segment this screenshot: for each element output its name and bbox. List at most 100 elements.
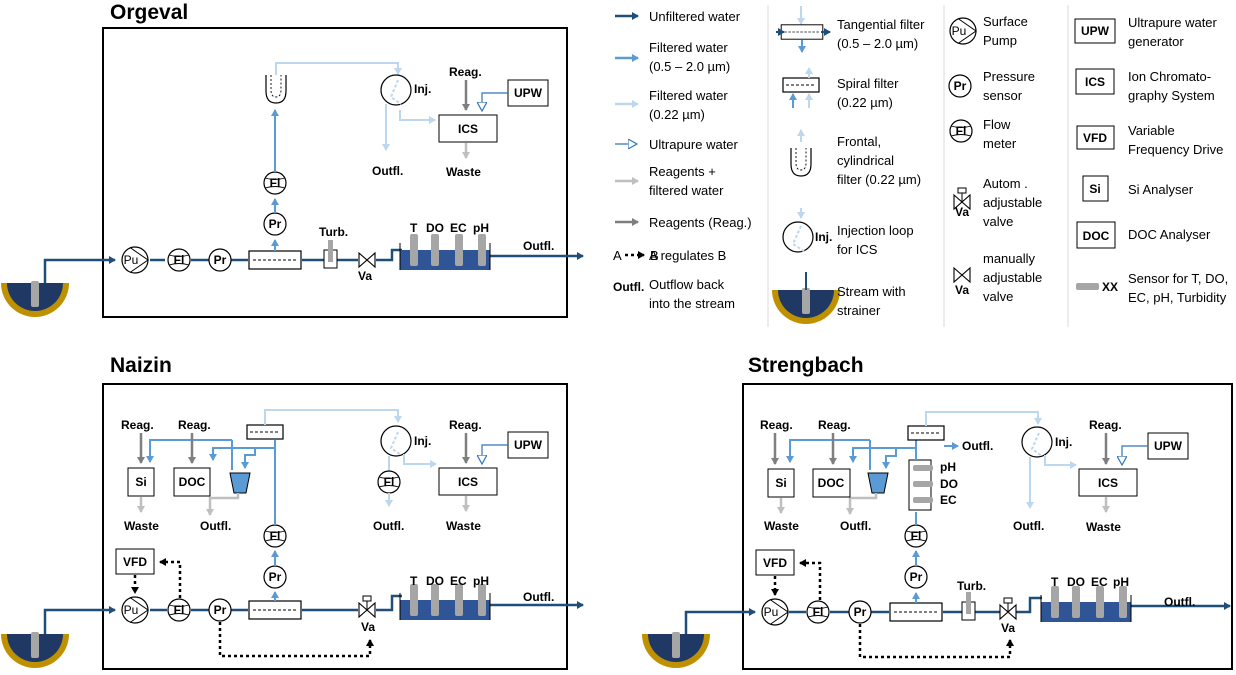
svg-text:Va: Va (358, 269, 372, 283)
svg-text:Inj.: Inj. (815, 230, 832, 244)
svg-text:VFD: VFD (763, 556, 787, 570)
si-box (127, 467, 155, 497)
svg-text:Si: Si (775, 476, 786, 490)
legend-stream-text: Stream with (837, 284, 906, 299)
svg-text:B: B (650, 248, 659, 263)
legend-injection-text: Injection loop (837, 223, 914, 238)
pump-icon (121, 246, 149, 274)
panel-strengbach: Strengbach Turb. Va T DO EC pH Outfl. VF… (642, 354, 1233, 670)
svg-text:Si: Si (135, 475, 146, 489)
legend-spiral-text: (0.22 µm) (837, 95, 893, 110)
legend-outflow-text: into the stream (649, 296, 735, 311)
flowmeter-icon (167, 248, 191, 272)
legend-si_an-text: Si Analyser (1128, 182, 1194, 197)
sensor-tank (400, 250, 490, 270)
svg-text:pH: pH (473, 221, 489, 235)
svg-text:ICS: ICS (458, 475, 478, 489)
tangential-filter-icon (248, 250, 302, 270)
legend-ics_sys-text: graphy System (1128, 88, 1215, 103)
legend-stream-text: strainer (837, 303, 881, 318)
svg-text:ICS: ICS (1085, 75, 1105, 89)
legend-frontal-text: Frontal, (837, 134, 881, 149)
svg-text:T: T (410, 574, 418, 588)
title-strengbach: Strengbach (748, 354, 864, 377)
legend-upw_gen-text: Ultrapure water (1128, 15, 1218, 30)
svg-text:Inj.: Inj. (1055, 435, 1072, 449)
svg-text:EC: EC (450, 221, 467, 235)
frame-naizin (102, 383, 568, 670)
svg-text:EC: EC (940, 493, 957, 507)
frame-strengbach (742, 383, 1233, 670)
svg-text:Va: Va (361, 620, 375, 634)
legend-vfd_drive-text: Frequency Drive (1128, 142, 1223, 157)
legend-outflow-text: Outflow back (649, 277, 725, 292)
vfd-box (115, 548, 155, 575)
frame-orgeval (102, 27, 568, 318)
svg-text:Reag.: Reag. (449, 418, 482, 432)
svg-text:Outfl.: Outfl. (962, 439, 993, 453)
svg-text:Outfl.: Outfl. (373, 519, 404, 533)
legend-ics_sys-text: Ion Chromato- (1128, 69, 1211, 84)
svg-text:Reag.: Reag. (1089, 418, 1122, 432)
legend-autovalve-text: adjustable (983, 195, 1042, 210)
svg-text:Waste: Waste (446, 519, 481, 533)
svg-text:Va: Va (955, 283, 969, 297)
doc-box (173, 467, 211, 497)
svg-text:VFD: VFD (123, 555, 147, 569)
svg-text:UPW: UPW (1081, 24, 1110, 38)
svg-text:pH: pH (940, 460, 956, 474)
pressure-sensor-icon (208, 248, 232, 272)
legend-pressure-text: sensor (983, 88, 1023, 103)
svg-text:Va: Va (1001, 621, 1015, 635)
svg-text:Outfl.: Outfl. (200, 519, 231, 533)
spiral-filter-icon (246, 424, 284, 440)
turb-label: Turb. (319, 225, 348, 239)
legend-frontal-text: cylindrical (837, 153, 894, 168)
svg-text:Waste: Waste (764, 519, 799, 533)
legend-manualvalve-text: adjustable (983, 270, 1042, 285)
svg-text:DOC: DOC (818, 476, 845, 490)
legend-filtered_022-text: Filtered water (649, 88, 728, 103)
svg-text:DO: DO (426, 574, 444, 588)
svg-text:UPW: UPW (1154, 439, 1183, 453)
title-naizin: Naizin (110, 354, 172, 377)
legend-filtered_05-text: Filtered water (649, 40, 728, 55)
svg-text:DOC: DOC (179, 475, 206, 489)
svg-text:A: A (613, 248, 622, 263)
pipe-inlet (43, 256, 116, 283)
panel-naizin: Naizin Va T DO EC pH Outfl. VFD (1, 354, 584, 670)
svg-text:Va: Va (955, 205, 969, 219)
legend-filtered_05-text: (0.5 – 2.0 µm) (649, 59, 730, 74)
legend-sensor-text: EC, pH, Turbidity (1128, 290, 1227, 305)
svg-text:Reag.: Reag. (121, 418, 154, 432)
title-orgeval: Orgeval (110, 1, 188, 24)
legend-frontal-text: filter (0.22 µm) (837, 172, 921, 187)
legend-spiral-text: Spiral filter (837, 76, 899, 91)
svg-text:UPW: UPW (514, 86, 543, 100)
legend-regulates-text: A regulates B (649, 248, 726, 263)
svg-text:Outfl.: Outfl. (1164, 595, 1195, 609)
svg-text:UPW: UPW (514, 438, 543, 452)
svg-text:DO: DO (940, 477, 958, 491)
legend: A B Outfl. Inj. Va Va UPW IC (613, 5, 1118, 327)
svg-text:DO: DO (426, 221, 444, 235)
stream-strainer-icon (1, 281, 69, 317)
svg-text:Outfl.: Outfl. (613, 280, 644, 294)
legend-autovalve-text: valve (983, 214, 1013, 229)
legend-sensor-text: Sensor for T, DO, (1128, 271, 1228, 286)
svg-text:pH: pH (1113, 575, 1129, 589)
svg-text:Waste: Waste (1086, 520, 1121, 534)
svg-text:ICS: ICS (458, 122, 478, 136)
manual-valve-icon (358, 252, 376, 268)
svg-text:EC: EC (1091, 575, 1108, 589)
legend-filtered_022-text: (0.22 µm) (649, 107, 705, 122)
svg-text:Waste: Waste (124, 519, 159, 533)
legend-ultrapure-text: Ultrapure water (649, 137, 739, 152)
svg-text:T: T (1051, 575, 1059, 589)
svg-text:Outfl.: Outfl. (523, 590, 554, 604)
legend-flowmeter-text: meter (983, 136, 1017, 151)
svg-text:Reag.: Reag. (178, 418, 211, 432)
injection-loop-icon (380, 74, 412, 106)
svg-text:Outfl.: Outfl. (840, 519, 871, 533)
legend-pressure-text: Pressure (983, 69, 1035, 84)
